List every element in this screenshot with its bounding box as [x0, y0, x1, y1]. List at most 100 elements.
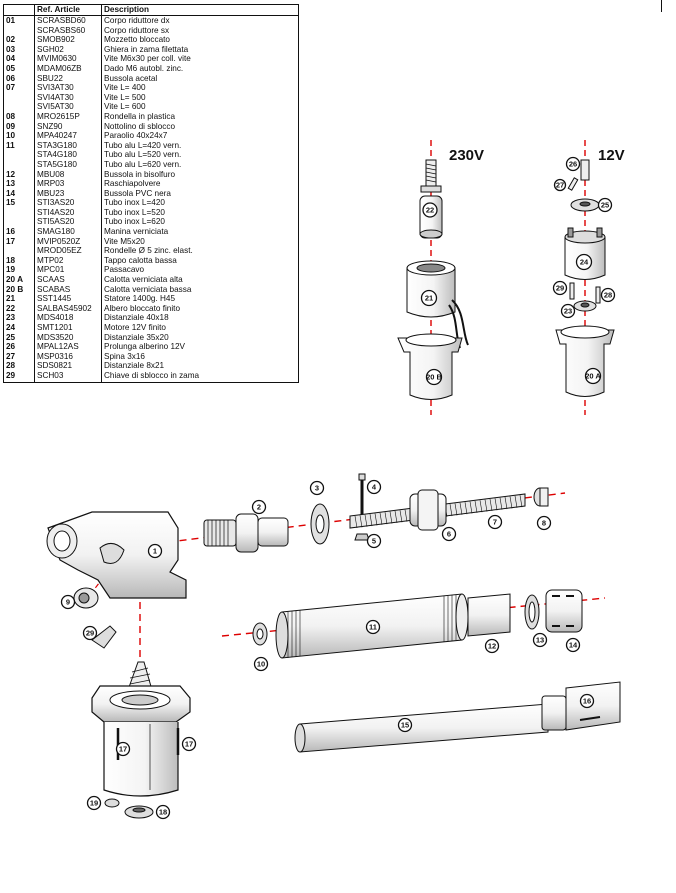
cell-desc: Bussola PVC nera — [104, 188, 171, 198]
part-10-oil-seal — [252, 622, 268, 646]
callout-label-c16: 16 — [583, 697, 591, 706]
cell-desc: Corpo riduttore dx — [104, 16, 170, 25]
callout-circle-c28 — [600, 287, 616, 303]
callout-circle-c29b — [552, 280, 568, 296]
cell-num: 12 — [3, 169, 35, 180]
callout-label-c24: 24 — [580, 258, 589, 267]
cell-ref: SDS0821 — [34, 361, 102, 371]
cell-ref: SMT1201 — [34, 323, 102, 333]
callout-label-c20a: 20 A — [585, 372, 601, 381]
cell-ref: SVI3AT30 — [34, 83, 102, 93]
cell-ref: STI4AS20 — [34, 207, 102, 218]
cell-ref: STA3G180 — [34, 140, 102, 151]
callout-label-c10: 10 — [257, 660, 265, 669]
corner-mark — [661, 0, 662, 12]
callout-circle-c5 — [366, 533, 382, 549]
cell-desc: Tubo inox L=620 — [104, 217, 165, 227]
cell-desc: Tubo inox L=420 — [104, 198, 165, 208]
cell-ref: STA5G180 — [34, 159, 102, 170]
cell-num: 14 — [3, 188, 35, 199]
callout-circle-c22 — [422, 202, 438, 218]
cell-desc: Paraolio 40x24x7 — [104, 131, 168, 141]
part-03-ring — [310, 503, 330, 545]
callout-circle-c2 — [251, 499, 267, 515]
cell-desc: Albero bloccato finito — [104, 303, 181, 313]
part-29-release-key — [91, 625, 117, 649]
callout-circle-c24 — [575, 253, 593, 271]
cell-desc: Tappo calotta bassa — [104, 255, 177, 265]
part-08-washer — [533, 487, 549, 507]
part-motor-housing-assembly — [91, 661, 191, 797]
cell-num: 07 — [3, 83, 35, 93]
part-20a-housing — [555, 325, 615, 397]
cell-desc: Vite L= 500 — [104, 92, 146, 102]
cell-ref: STA4G180 — [34, 150, 102, 160]
cell-desc: Tubo inox L=520 — [104, 207, 165, 217]
part-12-bushing — [467, 593, 511, 637]
part-23-spacer — [573, 300, 597, 312]
cell-ref: MPC01 — [34, 265, 102, 276]
cell-desc: Distanziale 40x18 — [104, 313, 169, 323]
cell-ref: SMAG180 — [34, 227, 102, 237]
callout-circle-c1 — [147, 543, 163, 559]
cell-num: 02 — [3, 35, 35, 45]
cell-desc: Chiave di sblocco in zama — [104, 370, 200, 380]
cell-ref: SNZ90 — [34, 121, 102, 132]
callout-circle-c20b — [425, 368, 443, 386]
part-18-cap — [124, 805, 154, 819]
callout-circle-c23 — [560, 303, 576, 319]
callout-label-c4: 4 — [372, 483, 377, 492]
part-28-spacer-right — [595, 286, 601, 304]
callout-label-c18: 18 — [159, 808, 167, 817]
cell-num: 29 — [3, 370, 35, 383]
cell-num: 19 — [3, 265, 35, 276]
cell-desc: Spina 3x16 — [104, 351, 145, 361]
cell-ref: SCH03 — [34, 370, 102, 383]
part-19-cable-gland — [104, 798, 120, 808]
cell-ref: SCAAS — [34, 275, 102, 285]
cell-ref: SCABAS — [34, 284, 102, 295]
header-desc: Description — [101, 4, 299, 16]
callout-label-c5: 5 — [372, 537, 376, 546]
part-14-pvc-bushing — [545, 589, 583, 633]
cell-num: 22 — [3, 303, 35, 314]
callout-circle-c9 — [60, 594, 76, 610]
callout-circle-c20a — [584, 367, 602, 385]
callout-label-c11: 11 — [369, 623, 377, 632]
cell-ref: SGH02 — [34, 44, 102, 55]
cell-ref: SVI4AT30 — [34, 92, 102, 103]
callout-circle-c11 — [365, 619, 381, 635]
callout-label-c21: 21 — [425, 294, 433, 303]
callout-circle-c8 — [536, 515, 552, 531]
cell-num — [3, 246, 35, 256]
cell-num: 21 — [3, 294, 35, 304]
cell-num: 27 — [3, 351, 35, 362]
callout-label-c22: 22 — [426, 206, 434, 215]
cell-ref: SBU22 — [34, 73, 102, 84]
cell-num: 10 — [3, 131, 35, 141]
cell-desc: Calotta verniciata alta — [104, 275, 183, 285]
cell-desc: Motore 12V finito — [104, 323, 166, 332]
callout-label-c17b: 17 — [185, 740, 193, 749]
part-13-dust-scraper — [524, 594, 540, 630]
cell-num — [3, 25, 35, 36]
cell-desc: Prolunga alberino 12V — [104, 342, 186, 352]
callout-label-c27: 27 — [556, 181, 564, 190]
callout-label-c23: 23 — [564, 307, 572, 316]
callout-label-c19: 19 — [90, 799, 98, 808]
table-header-row: Ref. Article Description — [3, 4, 299, 16]
part-26-extension — [580, 159, 590, 181]
voltage-12-label: 12V — [598, 147, 625, 164]
